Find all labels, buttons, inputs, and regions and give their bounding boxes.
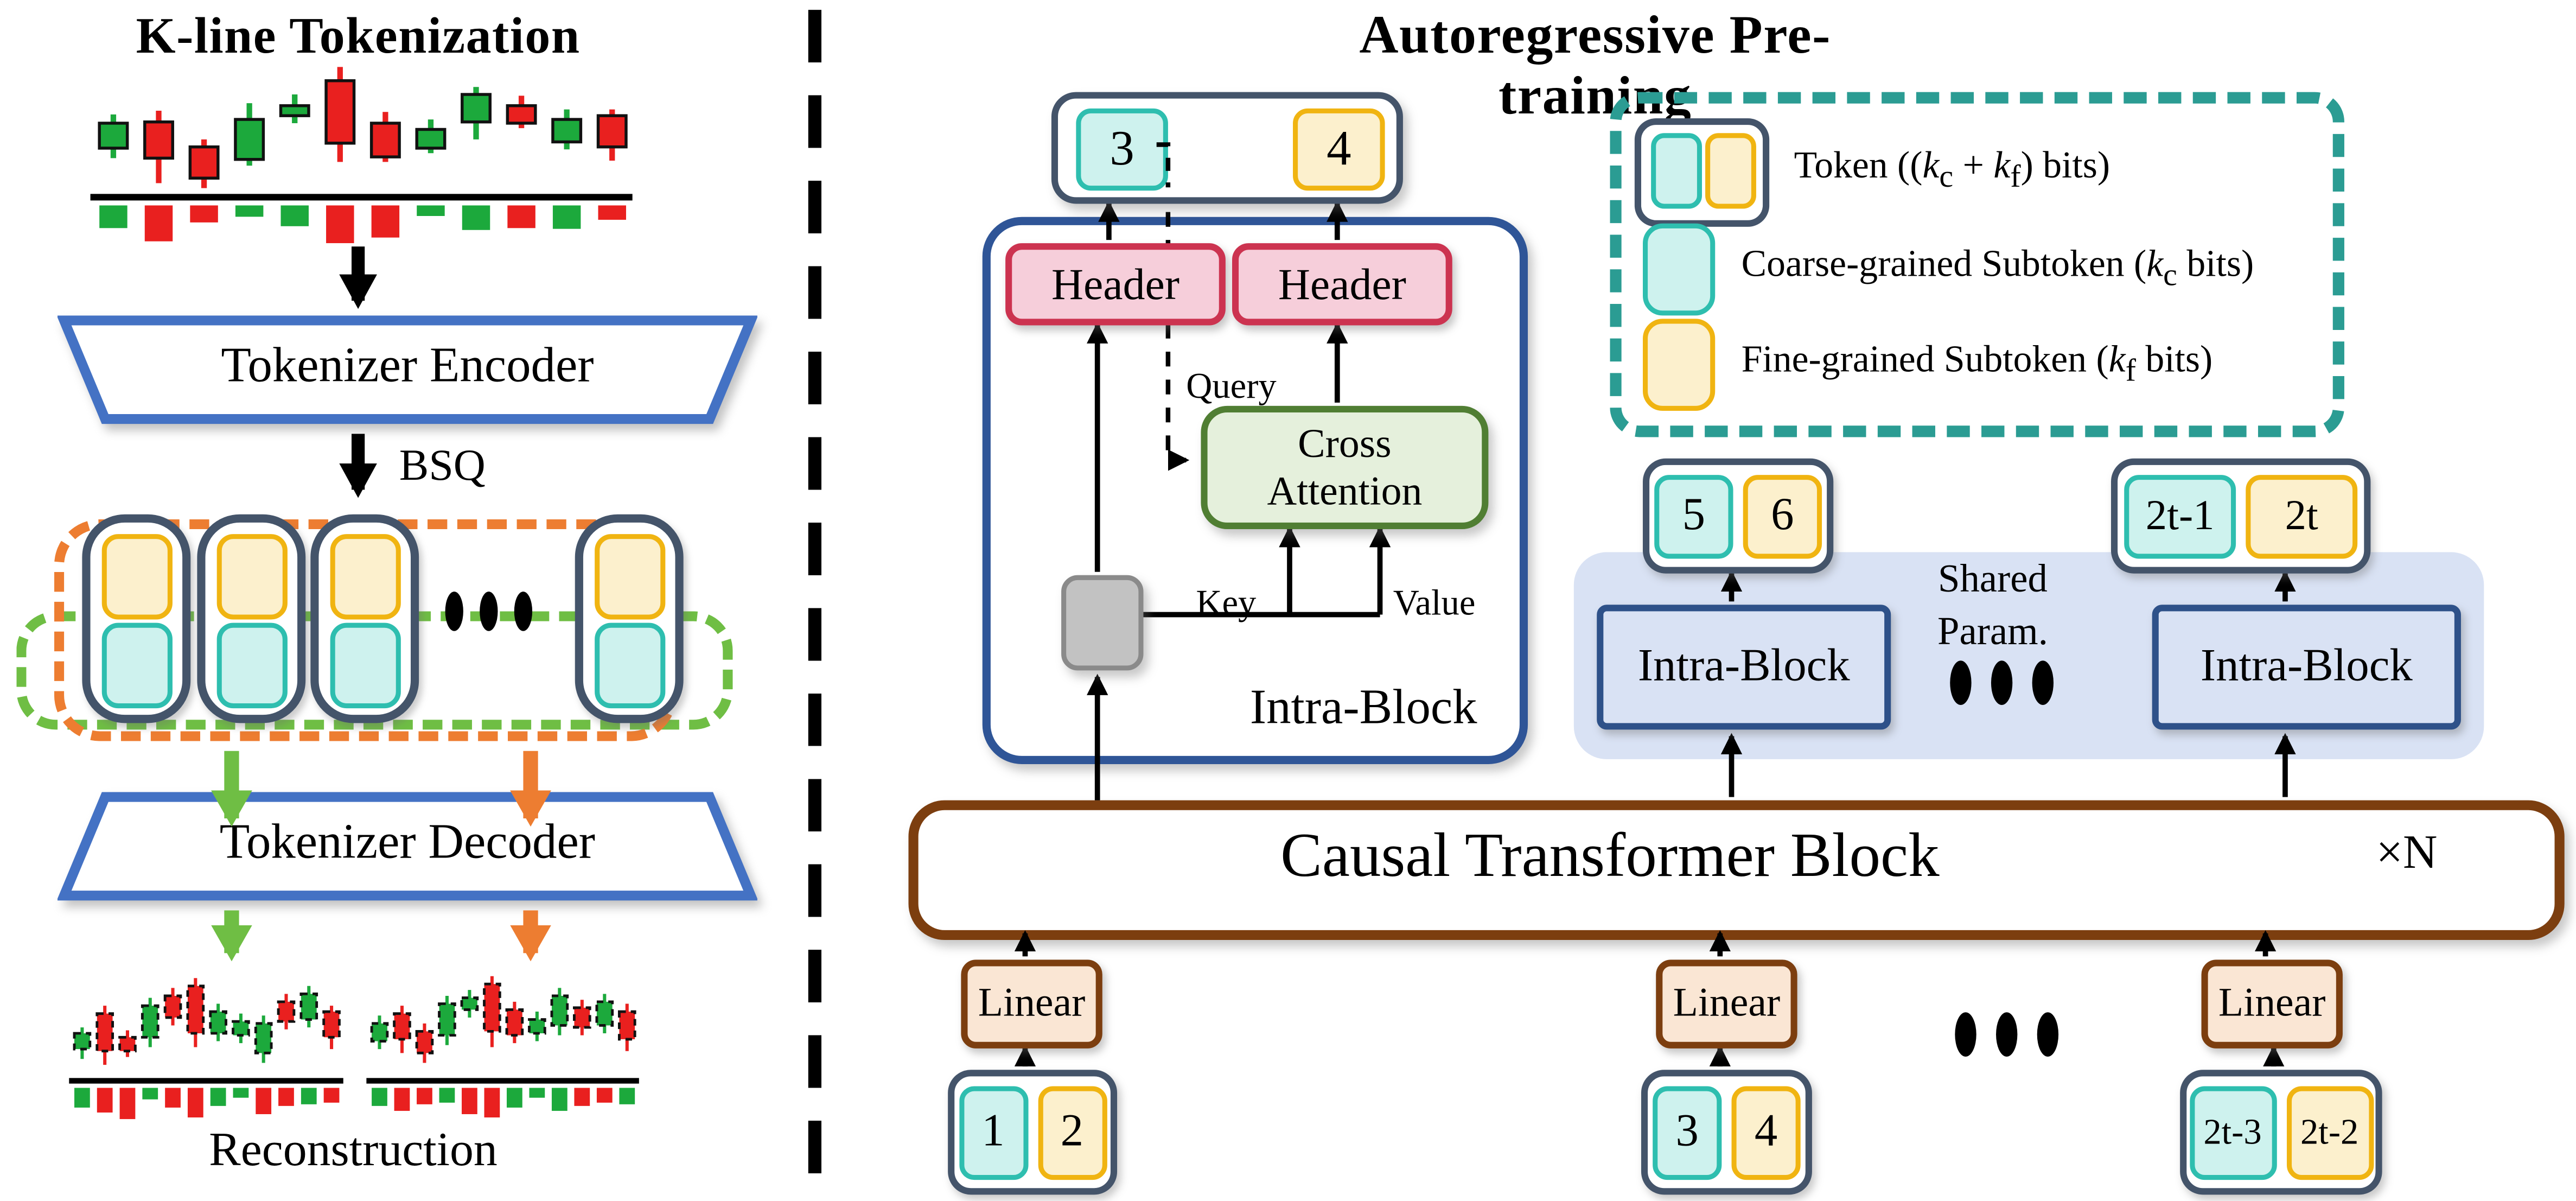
legend-coarse-label: Coarse-grained Subtoken (kc bits) [1741,243,2254,294]
linear-block-3: Linear [2201,959,2343,1049]
fine-subtoken-2: 2 [1037,1085,1107,1179]
token-pair-5-6: 5 6 [1643,458,1834,574]
fine-subtoken-2t: 2t [2246,474,2358,558]
token-capsule [197,514,306,723]
tokenizer-decoder: Tokenizer Decoder [56,792,758,901]
fine-subtoken-icon [330,534,401,620]
legend-fine-icon [1643,319,1716,411]
header-block-fine: Header [1232,243,1452,326]
hidden-state-square [1061,575,1144,671]
legend-token-fine-part [1705,133,1756,209]
fine-subtoken-4b: 4 [1731,1085,1801,1179]
coarse-subtoken-icon [216,622,288,709]
linear-block-1: Linear [961,959,1102,1049]
token-pair-3-4: 3 4 [1641,1070,1812,1195]
ellipsis-icon [437,592,540,639]
fine-subtoken-icon [101,534,173,620]
legend-fine-label: Fine-grained Subtoken (kf bits) [1741,338,2213,389]
decoder-label: Tokenizer Decoder [219,815,596,869]
ellipsis-icon [1924,1012,2088,1065]
fine-subtoken-4: 4 [1293,108,1385,191]
reconstruction-chart-right [366,976,639,1121]
fine-subtoken-2t-2: 2t-2 [2286,1085,2373,1179]
encoder-trapezoid-shape [56,315,758,424]
legend-box [1610,92,2344,437]
coarse-subtoken-1: 1 [958,1085,1028,1179]
fine-subtoken-icon [216,534,288,620]
repeat-n-label: ×N [2376,827,2438,879]
coarse-subtoken-icon [595,622,666,709]
reconstruction-chart-left [69,976,343,1121]
token-capsule [82,514,191,723]
key-label: Key [1196,581,1257,623]
kline-chart [90,66,633,244]
causal-transformer-block [908,800,2565,941]
ellipsis-icon [1919,660,2083,713]
encoder-label: Tokenizer Encoder [221,338,594,393]
coarse-subtoken-icon [101,622,173,709]
intra-block-detail-label: Intra-Block [1249,680,1477,735]
token-pair-2t3-2t2: 2t-3 2t-2 [2180,1070,2382,1195]
header-block-coarse: Header [1005,243,1226,326]
coarse-subtoken-3: 3 [1076,108,1168,191]
coarse-subtoken-icon [330,622,401,709]
shared-param-label-line1: Shared [1938,558,2048,602]
tokenizer-encoder: Tokenizer Encoder [56,315,758,424]
panel-divider [808,10,821,1190]
output-token-pair: 3 4 [1051,92,1403,204]
fine-subtoken-6: 6 [1743,474,1822,558]
legend-token-label: Token ((kc + kf) bits) [1794,144,2110,195]
left-panel-title: K-line Tokenization [136,7,581,65]
token-pair-1-2: 1 2 [948,1070,1118,1195]
query-label: Query [1186,365,1277,406]
shared-param-label-line2: Param. [1937,611,2048,654]
bsq-label: BSQ [399,440,486,490]
coarse-subtoken-5: 5 [1654,474,1733,558]
cross-attention-line2: Attention [1267,469,1423,514]
coarse-subtoken-3b: 3 [1653,1085,1722,1179]
coarse-subtoken-2t-3: 2t-3 [2189,1085,2277,1179]
value-label: Value [1393,581,1476,623]
reconstruction-label: Reconstruction [209,1124,498,1177]
coarse-subtoken-2t-1: 2t-1 [2124,474,2236,558]
cross-attention-line1: Cross [1298,421,1392,466]
fine-subtoken-icon [595,534,666,620]
legend-coarse-icon [1643,223,1716,316]
token-pair-2t1-2t: 2t-1 2t [2110,458,2371,574]
legend-token-coarse-part [1651,133,1703,209]
cross-attention-block: Cross Attention [1201,405,1489,530]
token-capsule [575,514,684,723]
legend-token-icon [1634,118,1770,227]
intra-block-left: Intra-Block [1597,605,1891,730]
linear-block-2: Linear [1656,959,1797,1049]
intra-block-right: Intra-Block [2152,605,2461,730]
token-capsule [310,514,419,723]
causal-transformer-label: Causal Transformer Block [1280,822,1940,891]
